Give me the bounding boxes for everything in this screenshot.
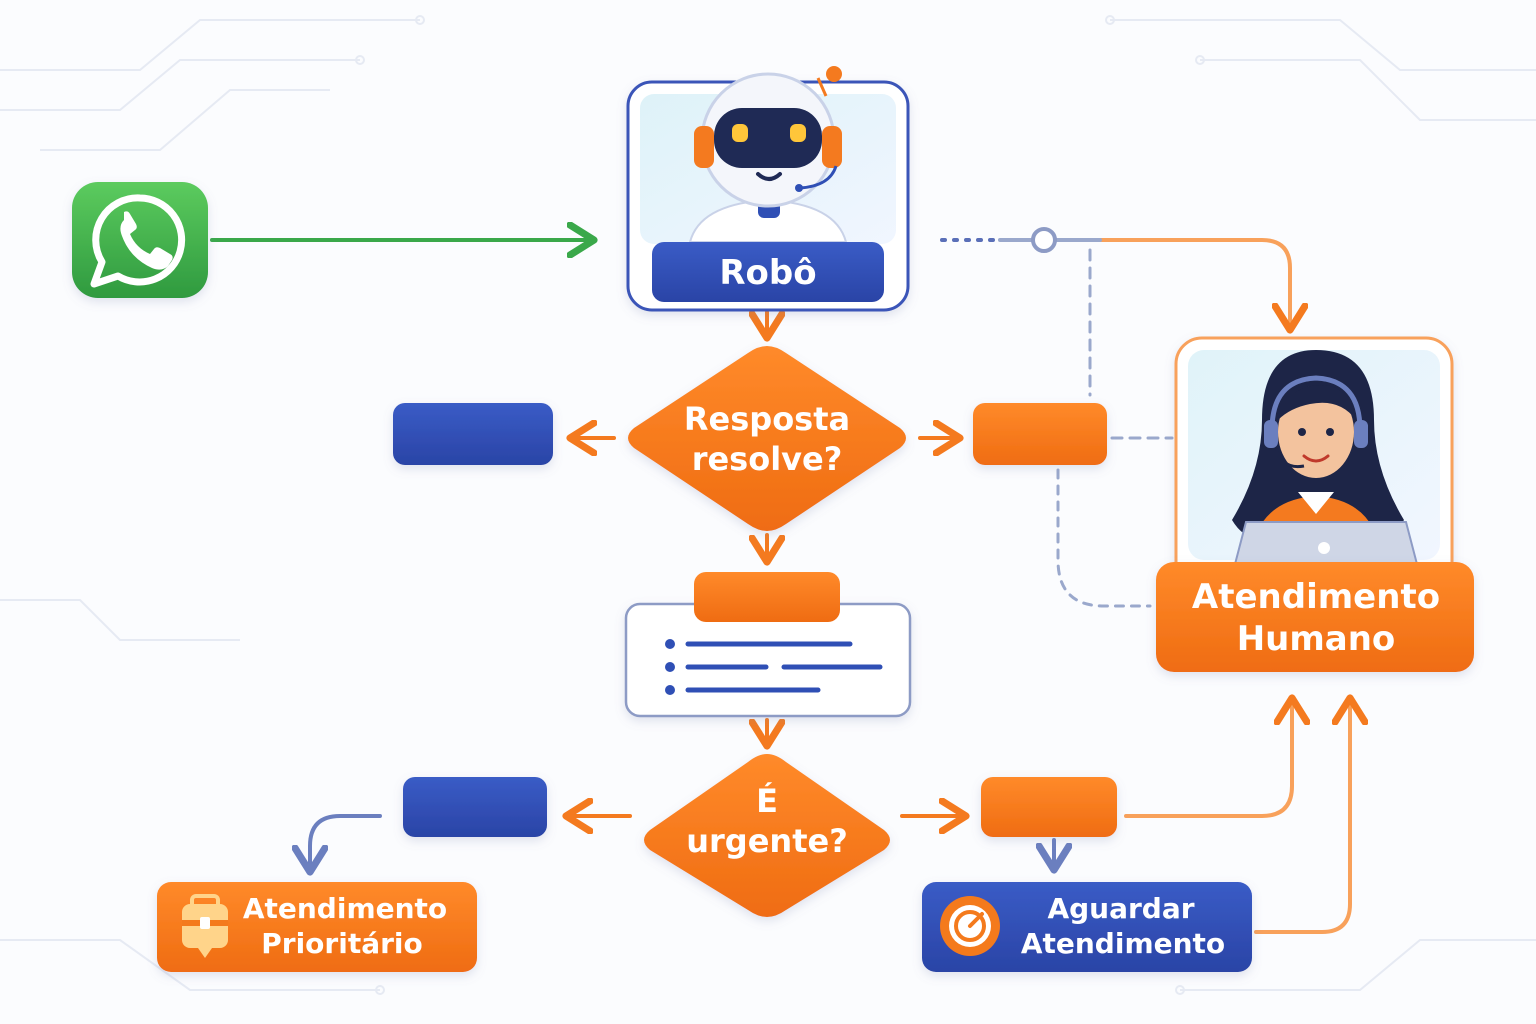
whatsapp-icon [90,194,186,288]
decision-urgent[interactable]: É urgente? [644,754,890,917]
circuit-background [0,15,1536,995]
decision-resolve-line1: Resposta [684,400,850,438]
wait-node[interactable]: Aguardar Atendimento [922,882,1252,972]
connector-urgent-box-human [1124,698,1292,818]
resolve-yes-box[interactable] [393,403,553,465]
priority-label-line2: Prioritário [261,927,423,960]
urgent-no-box[interactable] [981,777,1117,837]
decision-resolve[interactable]: Resposta resolve? [628,346,906,531]
priority-label-line1: Atendimento [243,892,447,925]
wait-label-line1: Aguardar [1047,892,1194,925]
decision-resolve-line2: resolve? [692,440,843,478]
resolve-no-box[interactable] [973,403,1107,465]
wait-label-line2: Atendimento [1021,927,1225,960]
human-node[interactable]: Atendimento Humano [1156,336,1474,672]
connectors [210,227,1350,934]
connector-to-priority [310,814,382,872]
decision-urgent-line2: urgente? [686,822,848,860]
robot-avatar-icon [688,66,848,243]
urgent-yes-box[interactable] [403,777,547,837]
human-label-line1: Atendimento [1192,577,1440,617]
whatsapp-node[interactable] [72,182,208,298]
human-label-line2: Humano [1237,619,1396,659]
decision-urgent-line1: É [756,782,778,820]
list-card-tab [694,572,840,622]
connector-wait-human [1254,698,1350,934]
connector-dashed-curve [1056,468,1152,608]
data-list-card[interactable] [624,572,912,718]
list-lines [665,639,883,695]
human-agent-avatar-icon [1232,350,1420,569]
clock-icon [940,896,1000,956]
briefcase-icon [182,894,228,958]
connector-robot-human [1098,238,1290,330]
priority-node[interactable]: Atendimento Prioritário [157,882,477,972]
robot-label: Robô [719,253,816,293]
junction-node [1031,227,1057,253]
robot-node[interactable]: Robô [626,66,910,312]
